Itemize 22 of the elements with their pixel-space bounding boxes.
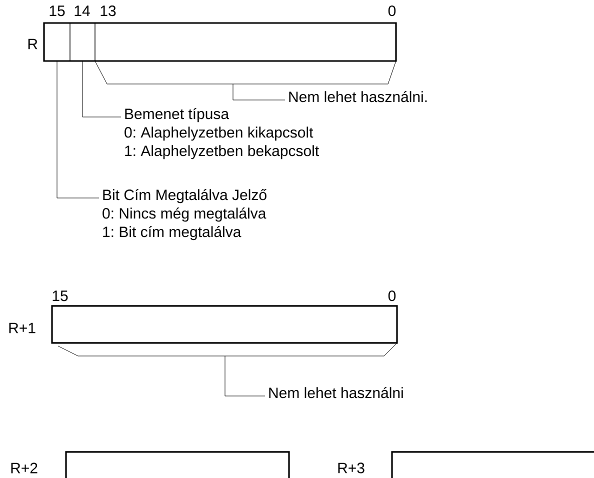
bit-number: 15: [50, 6, 65, 16]
register-label: R+3: [338, 462, 364, 474]
bit-cell: [70, 22, 96, 62]
description-text: Nem lehet használni.: [289, 91, 427, 102]
leader-line: [94, 60, 286, 100]
leader-line: [82, 60, 122, 118]
bit-number: 14: [74, 6, 90, 16]
leader-line: [56, 60, 100, 198]
register-box: [391, 451, 594, 478]
register-label: R: [28, 38, 38, 50]
bit-cell: [94, 22, 396, 62]
register-box: [51, 305, 398, 344]
description-text: Nem lehet használni: [269, 387, 403, 398]
bit-number: 13: [100, 6, 116, 16]
register-label: R+1: [9, 322, 36, 334]
register-box: [65, 451, 290, 478]
leader-line: [58, 346, 266, 396]
description-text: Bit Cím Megtalálva Jelző 0: Nincs még megtalálva 1: Bit cím megtalálva: [102, 189, 266, 240]
register-box: [43, 22, 397, 62]
register-label: R+2: [11, 462, 38, 474]
bit-cell: [44, 22, 70, 62]
description-text: Bemenet típusa 0: Alaphelyzetben kikapcsolt 1: Alaphelyzetben bekapcsolt: [124, 108, 319, 160]
